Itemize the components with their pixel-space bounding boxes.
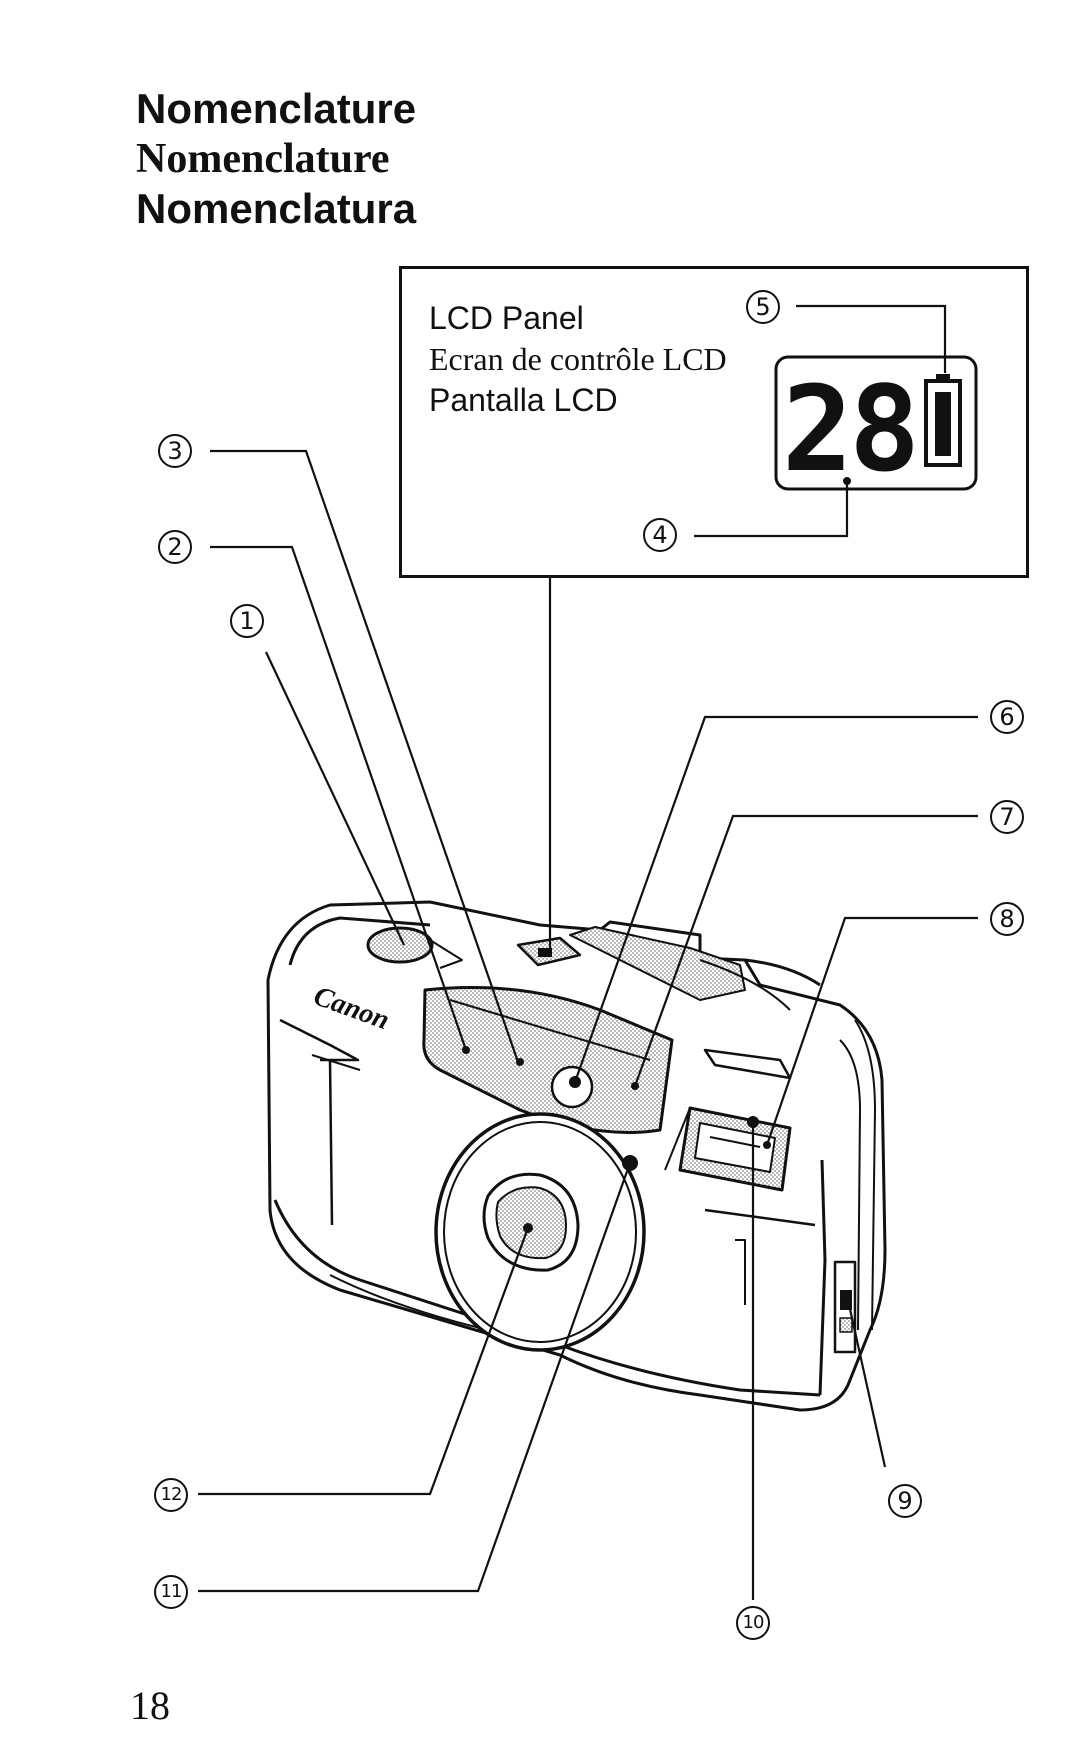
shutter-button	[366, 926, 434, 964]
callout-3: 3	[158, 434, 192, 468]
top-hump	[569, 926, 746, 1001]
camera-body-outline	[266, 900, 887, 1412]
lcd-panel-box: LCD Panel Ecran de contrôle LCD Pantalla…	[399, 266, 1029, 578]
camera-brand-label: Canon	[310, 980, 394, 1036]
callout-1: 1	[230, 604, 264, 638]
title-block: Nomenclature Nomenclature Nomenclatura	[136, 84, 416, 234]
lcd-digits: 28	[782, 360, 916, 498]
title-spanish: Nomenclatura	[136, 185, 417, 232]
callout-10: 10	[736, 1606, 770, 1640]
title-french: Nomenclature	[136, 136, 390, 182]
callout-7: 7	[990, 800, 1024, 834]
battery-icon	[924, 374, 962, 467]
lcd-label-english: LCD Panel	[429, 300, 584, 336]
lcd-label-french: Ecran de contrôle LCD	[429, 341, 727, 377]
title-english: Nomenclature	[136, 85, 417, 132]
callout-8: 8	[990, 902, 1024, 936]
lcd-label-spanish: Pantalla LCD	[429, 382, 618, 418]
camera-drawing	[266, 900, 887, 1412]
lcd-panel-labels: LCD Panel Ecran de contrôle LCD Pantalla…	[429, 297, 727, 421]
callout-11: 11	[154, 1575, 188, 1609]
callout-9: 9	[888, 1484, 922, 1518]
front-window-panel	[422, 986, 674, 1134]
callout-4: 4	[643, 518, 677, 552]
callout-2: 2	[158, 530, 192, 564]
page-number: 18	[130, 1683, 170, 1728]
callout-12: 12	[154, 1478, 188, 1512]
lcd-display: 28	[774, 355, 978, 498]
leader-lines	[198, 304, 978, 1600]
callout-5: 5	[746, 290, 780, 324]
callout-6: 6	[990, 700, 1024, 734]
